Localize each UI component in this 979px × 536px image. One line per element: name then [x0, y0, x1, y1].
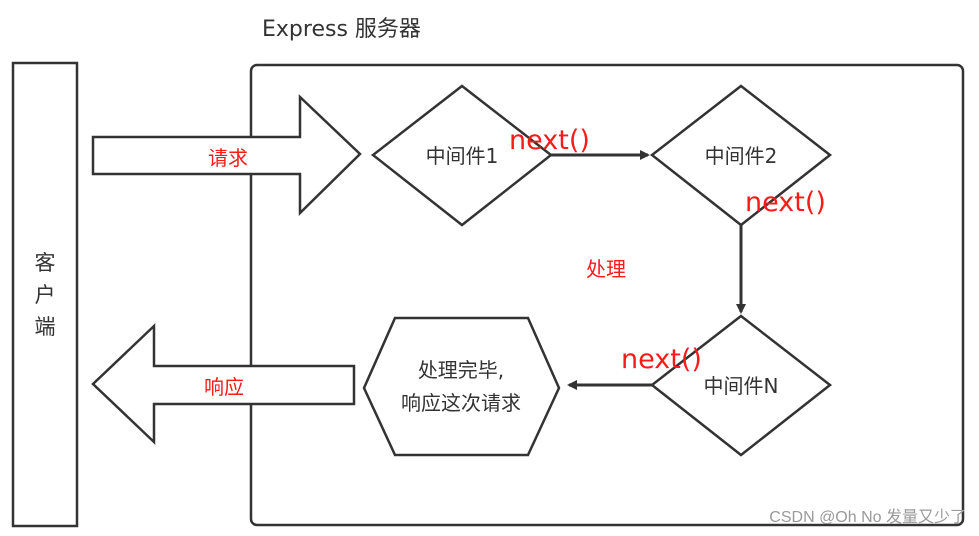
next-label-1: next() — [509, 125, 590, 156]
client-box — [11, 61, 79, 528]
middleware-2-label: 中间件2 — [705, 144, 778, 168]
finish-hexagon — [362, 316, 561, 457]
finish-label-line-1: 处理完毕, — [418, 358, 504, 382]
next-label-3: next() — [621, 344, 702, 375]
middleware-n-diamond — [649, 314, 833, 457]
request-label: 请求 — [208, 146, 248, 170]
response-arrow — [91, 323, 356, 445]
request-arrow — [91, 94, 362, 216]
next-label-2: next() — [745, 187, 826, 218]
middleware-1-diamond — [370, 84, 554, 227]
client-label: 客 户 端 — [35, 251, 56, 339]
server-title: Express 服务器 — [262, 17, 421, 42]
middleware-n-label: 中间件N — [704, 374, 779, 398]
finish-label-line-2: 响应这次请求 — [401, 391, 521, 415]
client-label-char-2: 户 — [35, 283, 56, 307]
process-label: 处理 — [586, 257, 626, 281]
watermark: CSDN @Oh No 发量又少了 — [769, 508, 966, 526]
middleware-1-label: 中间件1 — [426, 144, 499, 168]
response-label: 响应 — [204, 375, 244, 399]
server-container — [249, 63, 965, 527]
client-label-char-3: 端 — [35, 315, 56, 339]
client-label-char-1: 客 — [35, 251, 56, 275]
